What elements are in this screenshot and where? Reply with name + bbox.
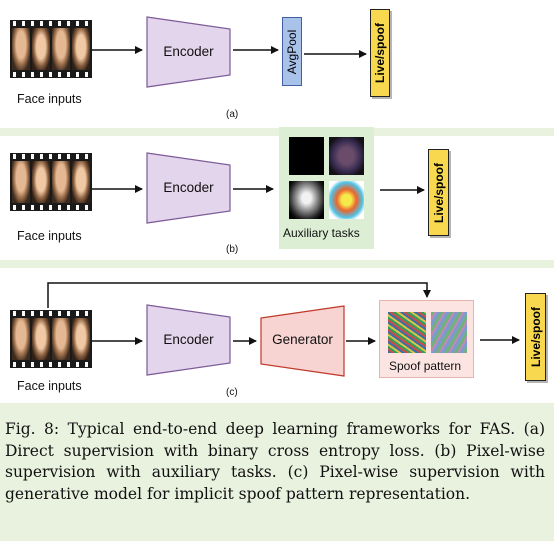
spoof-pattern-panel: Spoof pattern [379, 300, 474, 378]
black-map-thumbnail [289, 137, 324, 175]
encoder-block: Encoder [146, 152, 231, 224]
normal-map-thumbnail [329, 181, 364, 219]
encoder-block: Encoder [146, 16, 231, 88]
panel-a-tag: (a) [226, 109, 239, 120]
spoof-pattern-thumbnail-2 [431, 312, 467, 353]
generator-block: Generator [260, 305, 345, 377]
generator-label: Generator [272, 332, 333, 347]
face-inputs-filmstrip [10, 310, 92, 368]
auxiliary-tasks-panel: Auxiliary tasks [279, 127, 374, 249]
skip-connection-arrow [47, 282, 431, 308]
spoof-pattern-label: Spoof pattern [389, 359, 462, 373]
panel-a: Face inputs Encoder AvgPool Live/spoof (… [0, 0, 554, 128]
encoder-block: Encoder [146, 304, 231, 376]
live-spoof-output: Live/spoof [525, 293, 546, 381]
face-inputs-filmstrip [10, 20, 92, 78]
live-spoof-output: Live/spoof [428, 149, 449, 236]
encoder-label: Encoder [163, 180, 214, 195]
face-inputs-filmstrip [10, 153, 92, 211]
live-spoof-output: Live/spoof [370, 9, 390, 97]
panel-c: Face inputs Encoder Generator Spoof patt… [0, 268, 554, 403]
encoder-label: Encoder [163, 44, 214, 59]
face-inputs-label: Face inputs [17, 92, 82, 106]
avgpool-block: AvgPool [282, 17, 302, 86]
panel-b-tag: (b) [226, 244, 239, 255]
face-inputs-label: Face inputs [17, 229, 82, 243]
encoder-label: Encoder [163, 332, 214, 347]
panel-b: Face inputs Encoder Auxiliary tasks Live… [0, 127, 554, 260]
face-texture-thumbnail [329, 137, 364, 175]
auxiliary-tasks-label: Auxiliary tasks [283, 226, 360, 240]
panel-c-tag: (c) [226, 387, 238, 398]
face-inputs-label: Face inputs [17, 379, 82, 393]
figure-caption: Fig. 8: Typical end-to-end deep learning… [5, 420, 545, 503]
depth-map-thumbnail [289, 181, 324, 219]
spoof-pattern-thumbnail-1 [388, 312, 426, 353]
